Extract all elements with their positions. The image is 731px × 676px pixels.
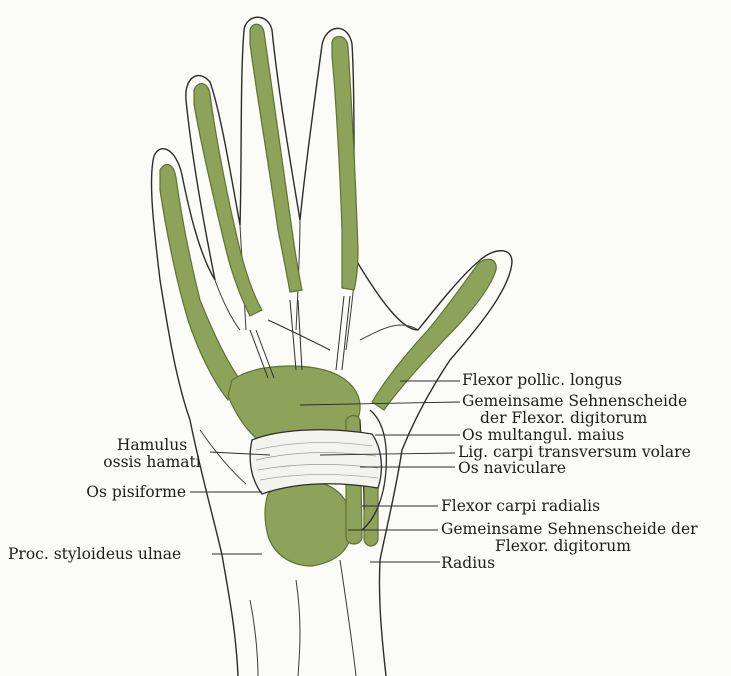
label-radius: Radius	[441, 555, 495, 572]
label-common-sheath-flexor-digitorum-line1: Gemeinsame Sehnenscheide	[462, 393, 687, 410]
label-hamulus-line1: Hamulus	[92, 437, 212, 454]
label-flexor-carpi-radialis: Flexor carpi radialis	[441, 498, 600, 515]
index-finger-sheath	[332, 36, 358, 290]
label-hamulus-line2: ossis hamati	[92, 454, 212, 471]
label-common-sheath-wrist-line1: Gemeinsame Sehnenscheide der	[441, 521, 698, 538]
label-common-sheath-wrist-line2: Flexor. digitorum	[495, 538, 631, 555]
label-flexor-pollicis-longus: Flexor pollic. longus	[462, 372, 622, 389]
ring-finger-sheath	[194, 84, 262, 316]
wrist-common-sheath	[265, 482, 352, 566]
palm-common-sheath	[228, 366, 360, 440]
label-common-sheath-flexor-digitorum-line2: der Flexor. digitorum	[480, 410, 647, 427]
transverse-carpal-ligament	[250, 430, 381, 494]
label-os-naviculare: Os naviculare	[458, 460, 566, 477]
label-os-multangulum-maius: Os multangul. maius	[462, 427, 624, 444]
label-os-pisiforme: Os pisiforme	[40, 484, 186, 501]
label-proc-styloideus-ulnae: Proc. styloideus ulnae	[8, 546, 181, 563]
